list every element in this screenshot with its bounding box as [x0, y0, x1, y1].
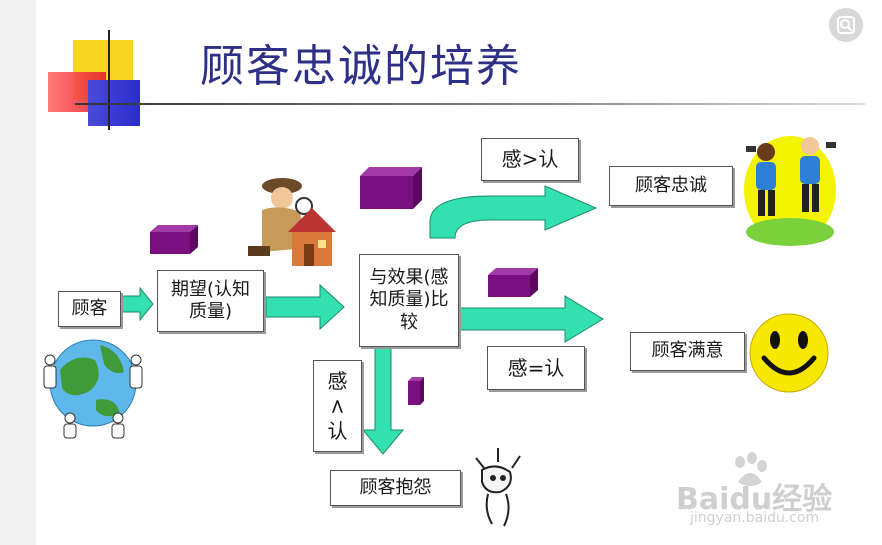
arrow-compare-to-loyalty [429, 185, 598, 239]
detective-clipart [248, 178, 336, 266]
node-complaint-label: 顾客抱怨 [359, 476, 432, 498]
cube-3 [488, 268, 538, 297]
watermark-logo: Baidu经验 [676, 482, 833, 517]
arrow-compare-to-satisfaction [458, 295, 604, 343]
node-loyalty: 顾客忠诚 [609, 166, 733, 206]
node-customer: 顾客 [58, 291, 121, 327]
condition-equal: 感=认 [487, 346, 585, 390]
node-expectation-label: 期望(认知质量) [170, 278, 251, 323]
node-compare-label: 与效果(感知质量)比较 [369, 266, 449, 333]
node-customer-label: 顾客 [71, 297, 108, 319]
slide-title: 顾客忠诚的培养 [200, 41, 522, 92]
node-loyalty-label: 顾客忠诚 [635, 174, 707, 196]
arrow-compare-to-complaint [361, 347, 405, 455]
decor-vertical-line [108, 30, 110, 130]
condition-greater-label: 感>认 [501, 147, 559, 171]
watermark-url: jingyan.baidu.com [690, 510, 820, 526]
node-complaint: 顾客抱怨 [330, 470, 461, 506]
arrow-expectation-to-compare [265, 283, 345, 331]
condition-less-bottom: 认 [327, 418, 348, 443]
cube-4 [408, 377, 424, 405]
node-satisfaction-label: 顾客满意 [651, 340, 724, 362]
condition-less-top: 感 [327, 368, 348, 393]
node-compare: 与效果(感知质量)比较 [359, 254, 459, 347]
title-underline [75, 103, 865, 105]
condition-greater: 感>认 [481, 138, 579, 181]
condition-less: 感 < 认 [313, 360, 362, 452]
node-satisfaction: 顾客满意 [630, 332, 745, 371]
camera-icon[interactable] [829, 8, 863, 42]
smiley-face-icon [749, 313, 829, 393]
cube-1 [150, 225, 198, 254]
condition-equal-label: 感=认 [507, 355, 565, 380]
arrow-customer-to-expectation [120, 286, 154, 322]
baidu-paw-icon [730, 452, 770, 492]
cube-2 [360, 167, 422, 209]
globe-people-clipart [43, 339, 143, 439]
complaining-figure-clipart [475, 448, 521, 527]
node-expectation: 期望(认知质量) [157, 270, 264, 332]
condition-less-symbol: < [325, 397, 350, 415]
people-exercising-clipart [744, 136, 836, 246]
